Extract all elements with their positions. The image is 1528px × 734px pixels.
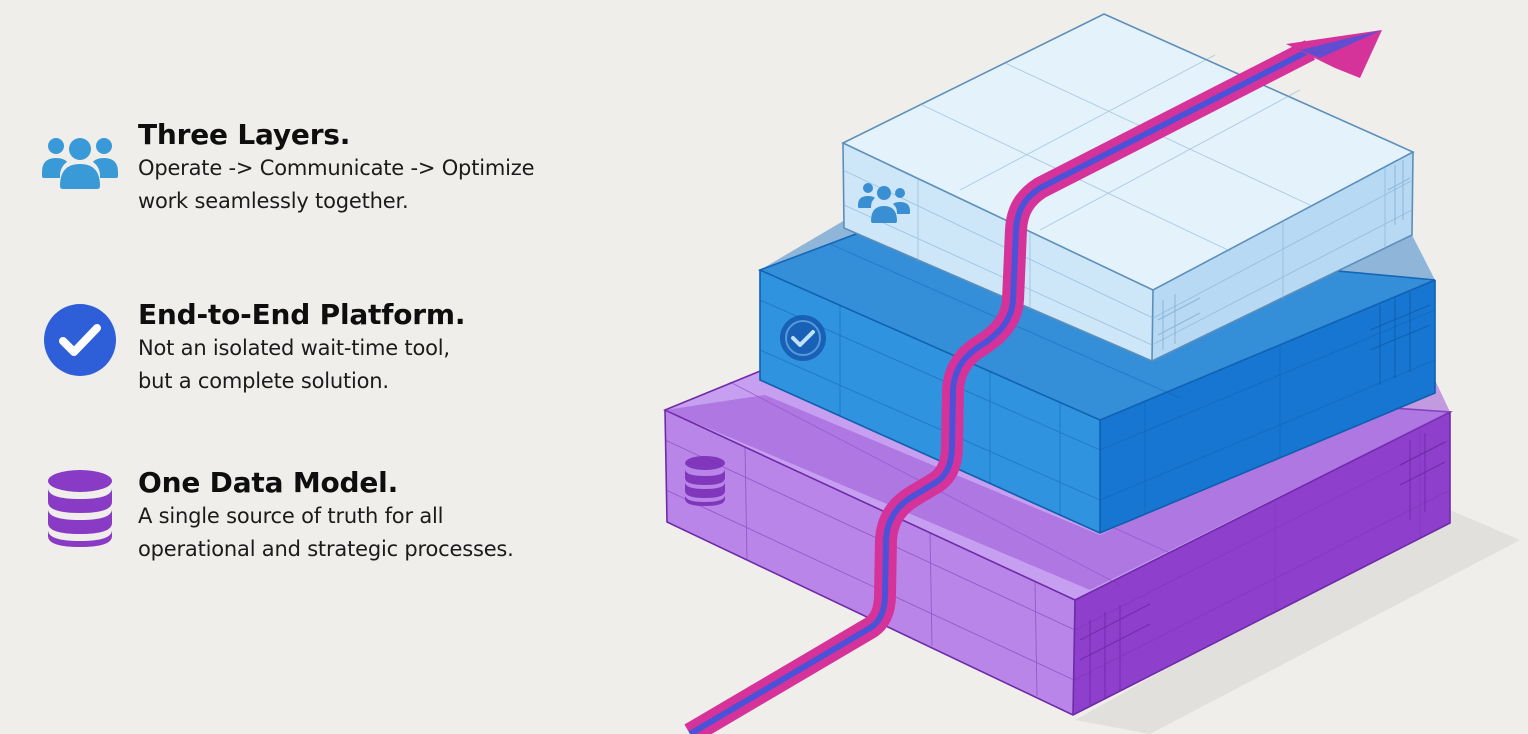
feature-three-layers: Three Layers. Operate -> Communicate -> … — [38, 118, 534, 218]
feature-desc-line: Operate -> Communicate -> Optimize — [138, 156, 535, 180]
feature-end-to-end-platform: End-to-End Platform. Not an isolated wai… — [38, 298, 465, 398]
check-circle-icon — [780, 315, 826, 361]
users-group-icon — [38, 118, 122, 202]
database-icon — [38, 466, 122, 550]
feature-description: Not an isolated wait-time tool, but a co… — [138, 332, 465, 398]
feature-description: Operate -> Communicate -> Optimize work … — [138, 152, 534, 218]
stack-shadow — [1075, 510, 1520, 734]
users-group-icon — [858, 183, 910, 223]
growth-arrow — [684, 30, 1382, 734]
feature-desc-line: but a complete solution. — [138, 369, 389, 393]
feature-desc-line: A single source of truth for all — [138, 504, 444, 528]
feature-title: End-to-End Platform. — [138, 298, 466, 331]
feature-one-data-model: One Data Model. A single source of truth… — [38, 466, 514, 566]
feature-desc-line: operational and strategic processes. — [138, 537, 514, 561]
database-icon — [685, 456, 725, 506]
arrow-head — [1286, 30, 1382, 78]
check-circle-icon — [38, 298, 122, 382]
feature-title: One Data Model. — [138, 466, 399, 499]
feature-description: A single source of truth for all operati… — [138, 500, 514, 566]
feature-desc-line: work seamlessly together. — [138, 189, 409, 213]
layer-stack-diagram — [662, 13, 1520, 734]
feature-desc-line: Not an isolated wait-time tool, — [138, 336, 450, 360]
feature-title: Three Layers. — [138, 118, 351, 151]
